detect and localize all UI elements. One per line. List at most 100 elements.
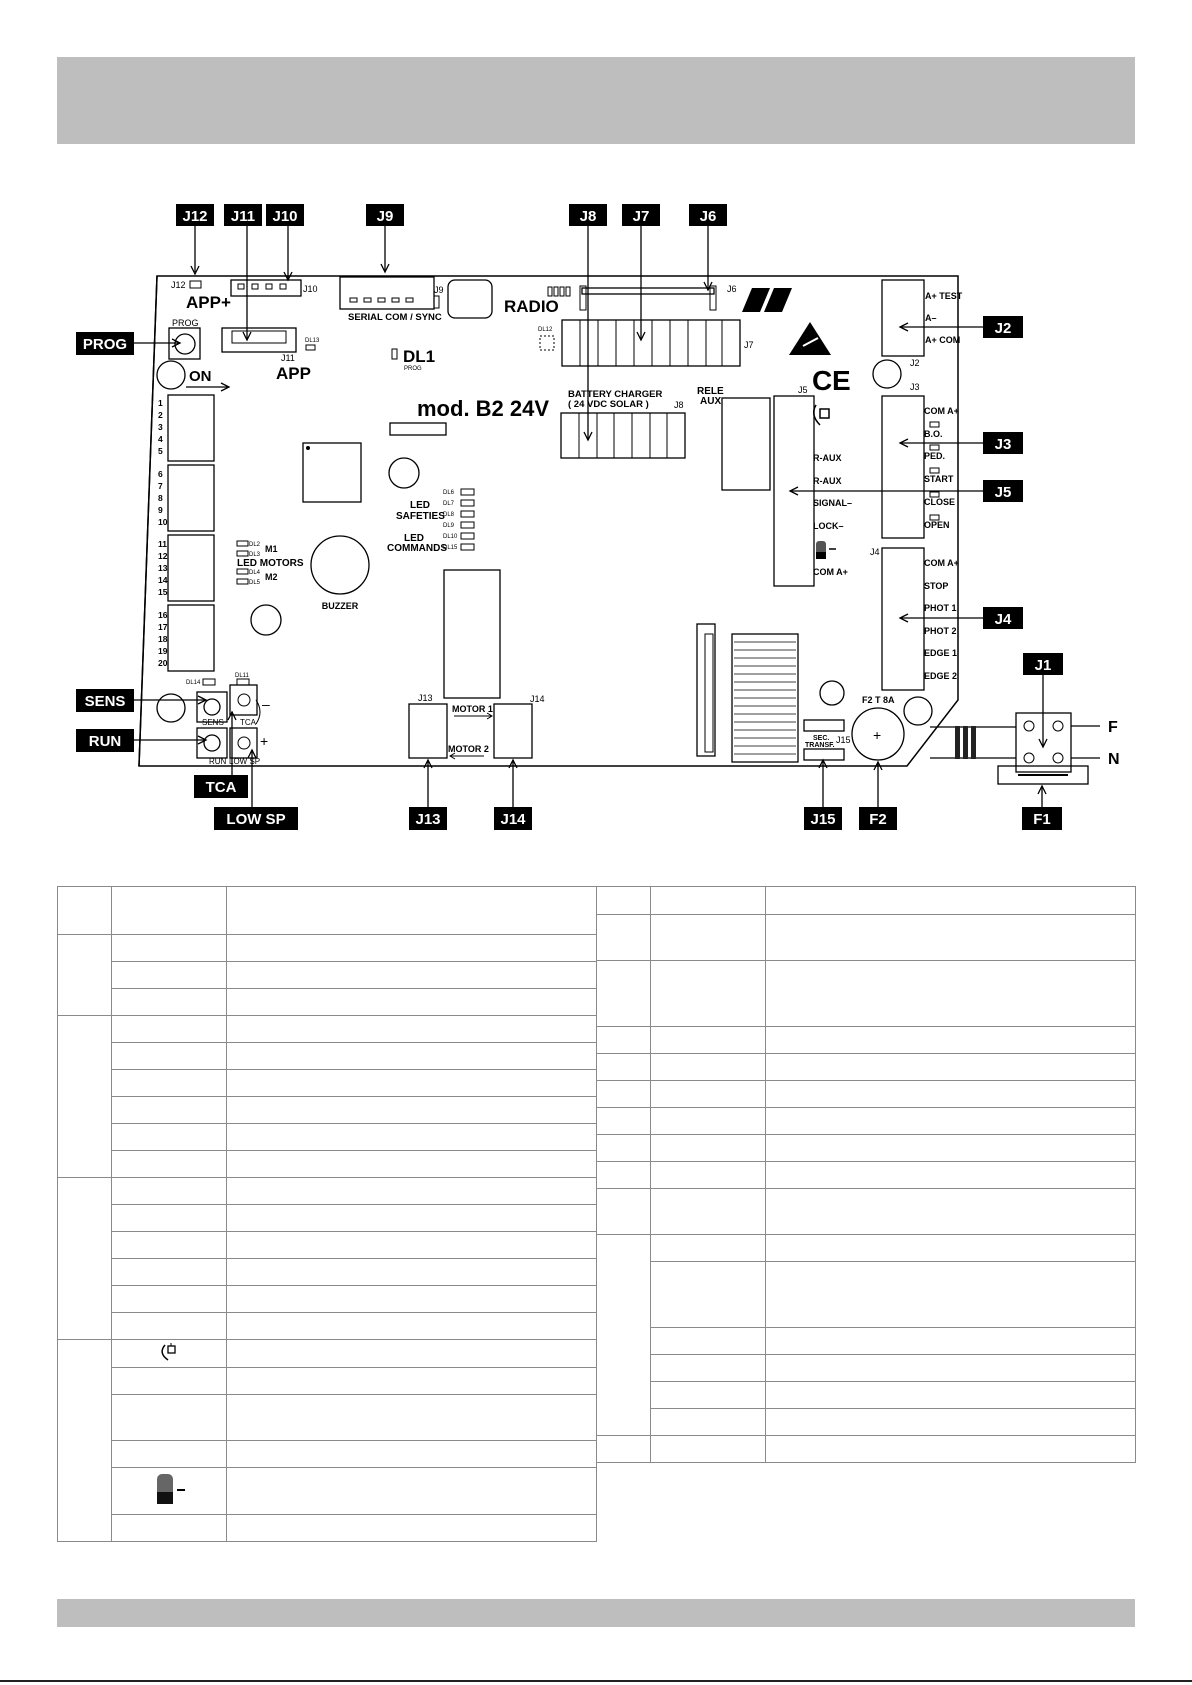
- dip-3: 3: [158, 422, 163, 432]
- table-cell: [111, 1285, 227, 1313]
- table-cell: [111, 1069, 227, 1097]
- buzzer-label: BUZZER: [322, 601, 359, 611]
- table-cell: [226, 1096, 597, 1124]
- j5-term-1: R-AUX: [813, 453, 842, 463]
- esd-warning-icon: [789, 322, 831, 355]
- table-cell: [226, 1285, 597, 1313]
- led-dl7: DL7: [443, 501, 455, 507]
- table-cell: [57, 1177, 112, 1340]
- table-cell: [111, 1177, 227, 1205]
- dip-19: 19: [158, 646, 168, 656]
- label-j5: J5: [983, 480, 1023, 502]
- table-cell: [596, 1234, 651, 1436]
- table-cell: [765, 1053, 1136, 1081]
- tag-dl14: DL14: [186, 680, 201, 686]
- brand-logo: [742, 288, 792, 312]
- label-j13-text: J13: [415, 811, 440, 828]
- tag-j5: J5: [798, 385, 808, 395]
- tag-j6: J6: [727, 284, 737, 294]
- j3-term-4: START: [924, 474, 954, 484]
- label-j11: J11: [224, 204, 262, 226]
- table-cell: [226, 1467, 597, 1515]
- table-cell: [650, 1080, 766, 1108]
- label-low-sp-text: LOW SP: [226, 811, 285, 828]
- led-dl6: DL6: [443, 490, 455, 496]
- table-cell: [765, 1234, 1136, 1262]
- dip-9: 9: [158, 505, 163, 515]
- table-cell: [765, 914, 1136, 961]
- label-j10: J10: [266, 204, 304, 226]
- led-commands-1: LED: [404, 533, 424, 544]
- label-j15: J15: [804, 807, 842, 830]
- dip-15: 15: [158, 587, 168, 597]
- table-cell: [596, 1053, 651, 1081]
- tag-j11: J11: [281, 353, 295, 363]
- table-cell: [650, 1234, 766, 1262]
- table-cell: [596, 914, 651, 961]
- dip-8: 8: [158, 493, 163, 503]
- j3-term-6: OPEN: [924, 520, 950, 530]
- label-tca-text: TCA: [206, 779, 237, 796]
- dl1-prog-label: PROG: [404, 366, 422, 372]
- tag-j14: J14: [530, 694, 545, 704]
- j4-term-2: STOP: [924, 581, 948, 591]
- tag-dl11: DL11: [235, 673, 250, 679]
- model-label: mod. B2 24V: [417, 396, 549, 421]
- table-cell: [650, 1053, 766, 1081]
- j4-term-3: PHOT 1: [924, 603, 957, 613]
- table-cell: [765, 1188, 1136, 1235]
- tag-j7: J7: [744, 340, 754, 350]
- label-j8-text: J8: [580, 208, 597, 225]
- label-j5-text: J5: [995, 484, 1012, 501]
- table-cell: [226, 1367, 597, 1395]
- table-cell: [765, 1134, 1136, 1162]
- label-prog-text: PROG: [83, 336, 127, 353]
- table-cell: [765, 1261, 1136, 1328]
- label-j7-text: J7: [633, 208, 650, 225]
- table-cell: [650, 1261, 766, 1328]
- table-cell: [596, 1134, 651, 1162]
- led-safeties-1: LED: [410, 500, 430, 511]
- dip-10: 10: [158, 517, 168, 527]
- label-j3-text: J3: [995, 436, 1012, 453]
- tag-dl12: DL12: [538, 327, 553, 333]
- table-cell: [111, 1123, 227, 1151]
- table-cell: [596, 1026, 651, 1054]
- table-cell: [226, 1258, 597, 1286]
- terminal-table-right: [596, 886, 1136, 1463]
- led-motors-label: LED MOTORS: [237, 558, 304, 569]
- label-j14-text: J14: [500, 811, 526, 828]
- m1-label: M1: [265, 544, 278, 554]
- table-cell: [596, 1080, 651, 1108]
- motor2-label: MOTOR 2: [448, 744, 489, 754]
- aux-label: AUX: [700, 396, 721, 407]
- table-cell: [650, 886, 766, 915]
- table-cell: [226, 1514, 597, 1542]
- label-j3: J3: [983, 432, 1023, 454]
- table-cell: [226, 934, 597, 962]
- label-f2-text: F2: [869, 811, 887, 828]
- label-j4: J4: [983, 607, 1023, 629]
- label-j2: J2: [983, 316, 1023, 338]
- table-cell: [226, 961, 597, 989]
- label-j8: J8: [569, 204, 607, 226]
- table-cell: [111, 1042, 227, 1070]
- table-cell: [650, 1354, 766, 1382]
- j5-term-3: SIGNAL–: [813, 498, 852, 508]
- table-cell: [765, 1161, 1136, 1189]
- tag-dl13: DL13: [305, 338, 320, 344]
- svg-text:C: C: [812, 365, 832, 396]
- led-dl2: DL2: [249, 542, 261, 548]
- label-j14: J14: [494, 807, 532, 830]
- dip-6: 6: [158, 469, 163, 479]
- dip-1: 1: [158, 398, 163, 408]
- prog-small: PROG: [172, 318, 199, 328]
- table-cell: [226, 1312, 597, 1340]
- label-j6-text: J6: [700, 208, 717, 225]
- led-dl9: DL9: [443, 523, 455, 529]
- sec-label-1: SEC.: [813, 735, 829, 742]
- label-j4-text: J4: [995, 611, 1012, 628]
- table-cell: [57, 1015, 112, 1178]
- j4-term-5: EDGE 1: [924, 648, 957, 658]
